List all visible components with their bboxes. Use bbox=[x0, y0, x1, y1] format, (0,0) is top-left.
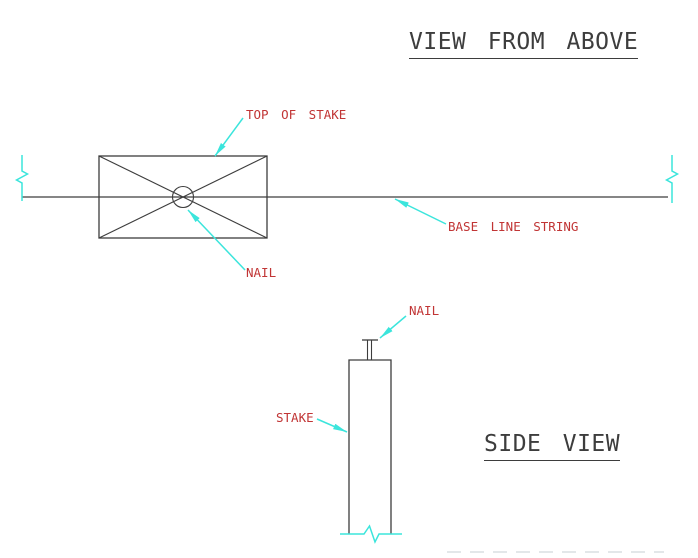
label-top-of-stake: TOP OF STAKE bbox=[246, 107, 347, 122]
label-nail-top-view: NAIL bbox=[246, 265, 277, 280]
label-stake: STAKE bbox=[276, 410, 314, 425]
nail-circle bbox=[171, 185, 195, 209]
leader-base-line-string bbox=[394, 198, 447, 225]
leader-stake bbox=[316, 418, 348, 433]
stake-top-rectangle bbox=[98, 155, 268, 239]
leader-nail-side-view bbox=[379, 315, 407, 339]
break-symbol-bottom bbox=[340, 524, 402, 544]
break-symbol-right bbox=[664, 155, 680, 203]
stake-diagonal-2 bbox=[98, 155, 268, 239]
break-symbol-left bbox=[14, 155, 30, 201]
leader-top-of-stake bbox=[214, 117, 244, 157]
label-nail-side-view: NAIL bbox=[409, 303, 440, 318]
title-side-view: SIDE VIEW bbox=[484, 433, 621, 461]
title-view-from-above: VIEW FROM ABOVE bbox=[409, 31, 639, 59]
leader-nail-top-view bbox=[187, 209, 246, 271]
stake-side-body bbox=[348, 359, 392, 534]
label-base-line-string: BASE LINE STRING bbox=[448, 219, 579, 234]
